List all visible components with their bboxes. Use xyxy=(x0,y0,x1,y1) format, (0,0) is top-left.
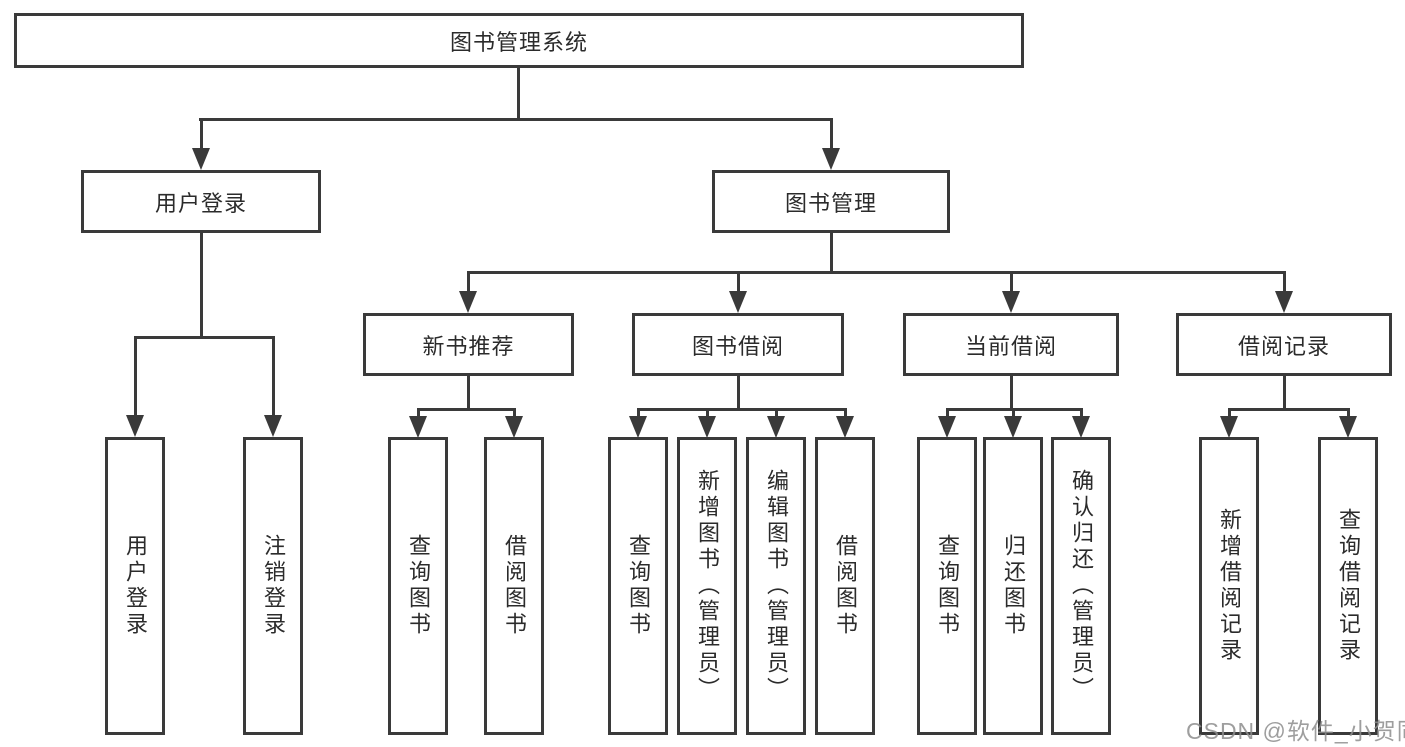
connector-stem-book-borrow xyxy=(737,271,740,293)
node-root-label: 图书管理系统 xyxy=(449,29,588,55)
connector-groupA-stem-1 xyxy=(417,408,420,418)
connector-stem-login xyxy=(134,336,137,416)
node-book-borrow: 图书借阅 xyxy=(632,313,844,376)
connector-groupB-stem-4 xyxy=(844,408,847,418)
connector-stem-current-borrow xyxy=(1010,271,1013,293)
connector-groupD-stem-1 xyxy=(1228,408,1231,418)
arrowhead-groupC-1 xyxy=(938,416,956,438)
connector-stem-logout xyxy=(272,336,275,416)
arrowhead-groupB-4 xyxy=(836,416,854,438)
node-leaf-query-book-current: 查询图书 xyxy=(917,437,977,735)
node-book-borrow-label: 图书借阅 xyxy=(691,333,784,359)
arrowhead-current-borrow xyxy=(1002,291,1020,313)
connector-root-trunk xyxy=(517,68,520,118)
connector-groupB-rail xyxy=(637,408,847,411)
connector-groupD-trunk xyxy=(1283,376,1286,410)
connector-groupD-rail xyxy=(1228,408,1349,411)
connector-level2-rail xyxy=(199,118,832,121)
node-leaf-logout: 注销登录 xyxy=(243,437,303,735)
node-leaf-borrow-book-recommend: 借阅图书 xyxy=(484,437,544,735)
connector-groupB-stem-2 xyxy=(706,408,709,418)
node-leaf-query-book-borrow-label: 查询图书 xyxy=(626,534,651,638)
node-leaf-logout-label: 注销登录 xyxy=(261,534,286,638)
connector-groupC-trunk xyxy=(1010,376,1013,410)
node-leaf-borrow-book-label: 借阅图书 xyxy=(833,534,858,638)
node-leaf-return-book: 归还图书 xyxy=(983,437,1043,735)
connector-groupC-stem-1 xyxy=(946,408,949,418)
node-borrow-record: 借阅记录 xyxy=(1176,313,1392,376)
node-leaf-add-book-admin: 新增图书（管理员） xyxy=(677,437,737,735)
arrowhead-groupB-3 xyxy=(767,416,785,438)
node-book-management: 图书管理 xyxy=(712,170,950,233)
node-new-book-recommend: 新书推荐 xyxy=(363,313,574,376)
arrowhead-groupB-2 xyxy=(698,416,716,438)
node-leaf-add-book-admin-label: 新增图书（管理员） xyxy=(695,469,720,703)
node-leaf-query-book-borrow: 查询图书 xyxy=(608,437,668,735)
node-borrow-record-label: 借阅记录 xyxy=(1237,333,1330,359)
connector-user-branch-rail xyxy=(134,336,275,339)
arrowhead-groupC-2 xyxy=(1004,416,1022,438)
connector-groupB-trunk xyxy=(737,376,740,410)
connector-groupC-stem-2 xyxy=(1012,408,1015,418)
node-leaf-borrow-book: 借阅图书 xyxy=(815,437,875,735)
connector-groupA-trunk xyxy=(467,376,470,410)
node-current-borrow-label: 当前借阅 xyxy=(964,333,1057,359)
connector-stem-user-login xyxy=(200,118,203,150)
connector-stem-borrow-record xyxy=(1283,271,1286,293)
node-leaf-edit-book-admin: 编辑图书（管理员） xyxy=(746,437,806,735)
node-new-book-recommend-label: 新书推荐 xyxy=(422,333,515,359)
connector-level3-rail xyxy=(467,271,1286,274)
node-leaf-add-borrow-record-label: 新增借阅记录 xyxy=(1217,508,1242,664)
node-leaf-user-login-label: 用户登录 xyxy=(123,534,148,638)
connector-groupA-rail xyxy=(417,408,516,411)
connector-groupB-stem-3 xyxy=(775,408,778,418)
arrowhead-logout xyxy=(264,415,282,437)
node-leaf-query-book-recommend-label: 查询图书 xyxy=(406,534,431,638)
node-leaf-add-borrow-record: 新增借阅记录 xyxy=(1199,437,1259,735)
connector-stem-new-book xyxy=(467,271,470,293)
node-leaf-query-borrow-record-label: 查询借阅记录 xyxy=(1336,508,1361,664)
connector-groupD-stem-2 xyxy=(1347,408,1350,418)
node-leaf-query-book-current-label: 查询图书 xyxy=(935,534,960,638)
arrowhead-groupD-2 xyxy=(1339,416,1357,438)
node-leaf-query-borrow-record: 查询借阅记录 xyxy=(1318,437,1378,735)
node-leaf-confirm-return-admin-label: 确认归还（管理员） xyxy=(1069,469,1094,703)
arrowhead-new-book xyxy=(459,291,477,313)
arrowhead-user-login xyxy=(192,148,210,170)
connector-mgmt-trunk xyxy=(830,233,833,273)
arrowhead-groupA-2 xyxy=(505,416,523,438)
connector-user-branch-trunk xyxy=(200,233,203,337)
node-leaf-confirm-return-admin: 确认归还（管理员） xyxy=(1051,437,1111,735)
connector-groupA-stem-2 xyxy=(513,408,516,418)
arrowhead-borrow-record xyxy=(1275,291,1293,313)
node-root: 图书管理系统 xyxy=(14,13,1024,68)
connector-stem-book-management xyxy=(830,118,833,150)
node-book-management-label: 图书管理 xyxy=(784,190,877,216)
node-leaf-user-login: 用户登录 xyxy=(105,437,165,735)
connector-groupC-stem-3 xyxy=(1080,408,1083,418)
node-user-login-label: 用户登录 xyxy=(154,190,247,216)
node-user-login: 用户登录 xyxy=(81,170,321,233)
node-leaf-return-book-label: 归还图书 xyxy=(1001,534,1026,638)
node-current-borrow: 当前借阅 xyxy=(903,313,1119,376)
arrowhead-groupC-3 xyxy=(1072,416,1090,438)
arrowhead-groupB-1 xyxy=(629,416,647,438)
arrowhead-groupD-1 xyxy=(1220,416,1238,438)
arrowhead-groupA-1 xyxy=(409,416,427,438)
node-leaf-edit-book-admin-label: 编辑图书（管理员） xyxy=(764,469,789,703)
arrowhead-book-management xyxy=(822,148,840,170)
arrowhead-book-borrow xyxy=(729,291,747,313)
node-leaf-query-book-recommend: 查询图书 xyxy=(388,437,448,735)
node-leaf-borrow-book-recommend-label: 借阅图书 xyxy=(502,534,527,638)
connector-groupB-stem-1 xyxy=(637,408,640,418)
arrowhead-login xyxy=(126,415,144,437)
csdn-watermark: CSDN @软件_小贺同学 xyxy=(1186,718,1405,744)
